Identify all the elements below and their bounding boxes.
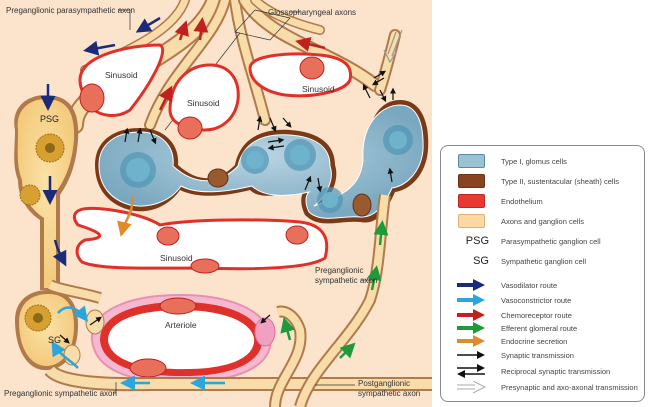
legend-label: Vasoconstrictor route [501,295,572,305]
legend-label: Efferent glomeral route [501,323,578,333]
legend-item-endothelium: Endothelium [441,192,644,210]
arteriole [90,293,276,384]
sg-abbr: SG [473,255,489,267]
label-sinusoid-top-middle: Sinusoid [187,98,220,108]
vasodilator-arrow [52,239,67,267]
efferent-arrow [373,220,389,246]
sinusoid-top-right [248,52,353,98]
glomus-cluster [95,100,429,224]
synaptic-arrows [59,70,396,344]
label-preganglionic-sympathetic-axon-right-2: sympathetic axon [315,276,377,285]
vasoconstrictor-arrow [57,305,89,322]
label-sinusoid-top-right: Sinusoid [302,84,335,94]
carotid-body-diagram: Preganglionic parasympathetic axon Gloss… [0,0,432,407]
legend-item-vasodilator: Vasodilator route [441,276,644,294]
legend-label: Parasympathetic ganglion cell [501,236,601,246]
legend-label: Synaptic transmission [501,350,574,360]
legend-item-reciprocal: Reciprocal synaptic transmission [441,362,644,380]
label-postganglionic-sympathetic-axon-2: sympathetic axon [358,389,420,398]
label-sinusoid-middle: Sinusoid [160,253,193,263]
label-sg: SG [48,335,61,345]
legend-label: Sympathetic ganglion cell [501,256,587,266]
legend-item-efferent: Efferent glomeral route [441,319,644,337]
legend-item-type1-glomus: Type I, glomus cells [441,152,644,170]
vasoconstrictor-arrow-icon [457,294,485,306]
endocrine-arrow [117,194,134,237]
legend-item-endocrine: Endocrine secretion [441,332,644,350]
chemoreceptor-arrow [193,17,209,41]
legend-label: Presynaptic and axo-axonal transmission [501,382,638,392]
legend-item-chemoreceptor: Chemoreceptor route [441,306,644,324]
vasodilator-arrow-icon [457,279,485,291]
legend-label: Reciprocal synaptic transmission [501,366,611,376]
legend-label: Type II, sustentacular (sheath) cells [501,176,619,186]
sinusoid-top-middle [168,63,240,140]
glomus-swatch [457,154,485,168]
chemoreceptor-arrow [174,20,189,41]
vasodilator-arrow [135,16,161,33]
chemoreceptor-arrow [295,37,326,52]
endothelium-swatch [457,194,485,208]
efferent-arrow [280,317,295,341]
legend-label: Endothelium [501,196,543,206]
label-preganglionic-parasympathetic-axon: Preganglionic parasympathetic axon [6,6,135,15]
legend-item-sg: SG Sympathetic ganglion cell [441,252,644,270]
legend-item-synaptic: Synaptic transmission [441,346,644,364]
label-preganglionic-sympathetic-axon-right-1: Preganglionic [315,266,363,275]
legend-item-psg: PSG Parasympathetic ganglion cell [441,232,644,250]
axon-swatch [457,214,485,228]
efferent-arrow-icon [457,322,485,334]
presynaptic-arrow [383,29,403,64]
label-preganglionic-sympathetic-axon-bottom: Preganglionic sympathetic axon [4,389,117,398]
psg-abbr: PSG [465,235,489,247]
sinusoid-middle [72,206,329,274]
route-arrows [40,16,389,391]
legend-item-vasoconstrictor: Vasoconstrictor route [441,291,644,309]
legend-label: Axons and ganglion cells [501,216,584,226]
reciprocal-arrow-icon [457,364,485,378]
legend-label: Vasodilator route [501,280,558,290]
sinusoid-top-left [78,43,165,117]
legend-item-axons-ganglion: Axons and ganglion cells [441,212,644,230]
legend-label: Type I, glomus cells [501,156,567,166]
chemoreceptor-arrow [158,85,173,111]
legend: Type I, glomus cells Type II, sustentacu… [440,145,645,402]
label-pointers [113,9,375,394]
label-postganglionic-sympathetic-axon-1: Postganglionic [358,379,410,388]
synaptic-arrow-icon [457,351,485,359]
legend-item-presynaptic: Presynaptic and axo-axonal transmission [441,378,644,396]
vasoconstrictor-arrow [51,340,79,369]
legend-item-type2-sustentacular: Type II, sustentacular (sheath) cells [441,172,644,190]
endocrine-arrow-icon [457,335,485,347]
legend-label: Chemoreceptor route [501,310,572,320]
label-psg: PSG [40,114,59,124]
label-arteriole: Arteriole [165,320,197,330]
vasodilator-arrow [83,40,116,56]
efferent-arrow [339,342,356,359]
sustentacular-swatch [457,174,485,188]
legend-label: Endocrine secretion [501,336,568,346]
chemoreceptor-arrow-icon [457,309,485,321]
label-glossopharyngeal-axons: Glossopharyngeal axons [268,8,356,17]
presynaptic-arrow-icon [457,381,487,393]
label-sinusoid-top-left: Sinusoid [105,70,138,80]
